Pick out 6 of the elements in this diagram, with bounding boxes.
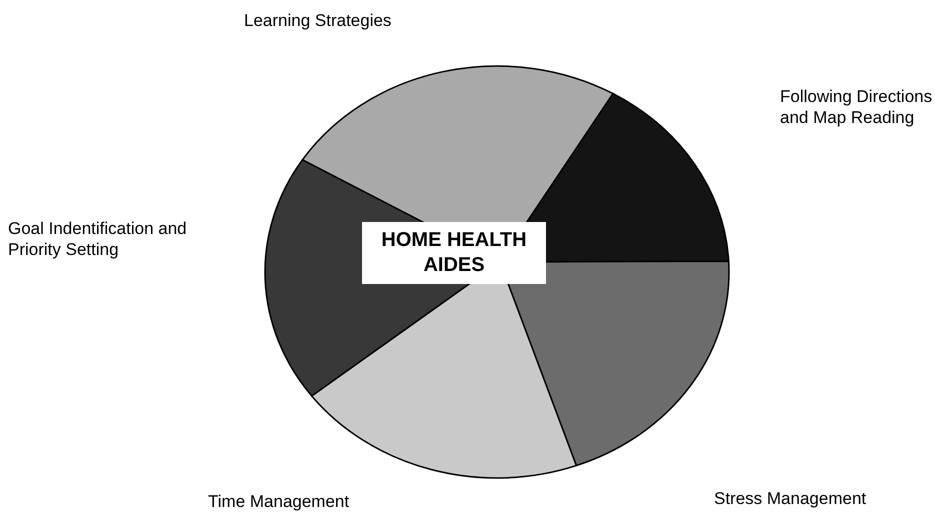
slice-label: Stress Management — [714, 488, 868, 510]
slice-label: Learning Strategies — [244, 10, 392, 32]
center-label: HOME HEALTH AIDES — [362, 222, 546, 284]
slice-label: Time Management — [208, 491, 350, 512]
slice-label: Goal Indentification and Priority Setting — [8, 218, 188, 260]
slice-label: Following Directions and Map Reading — [780, 86, 934, 128]
